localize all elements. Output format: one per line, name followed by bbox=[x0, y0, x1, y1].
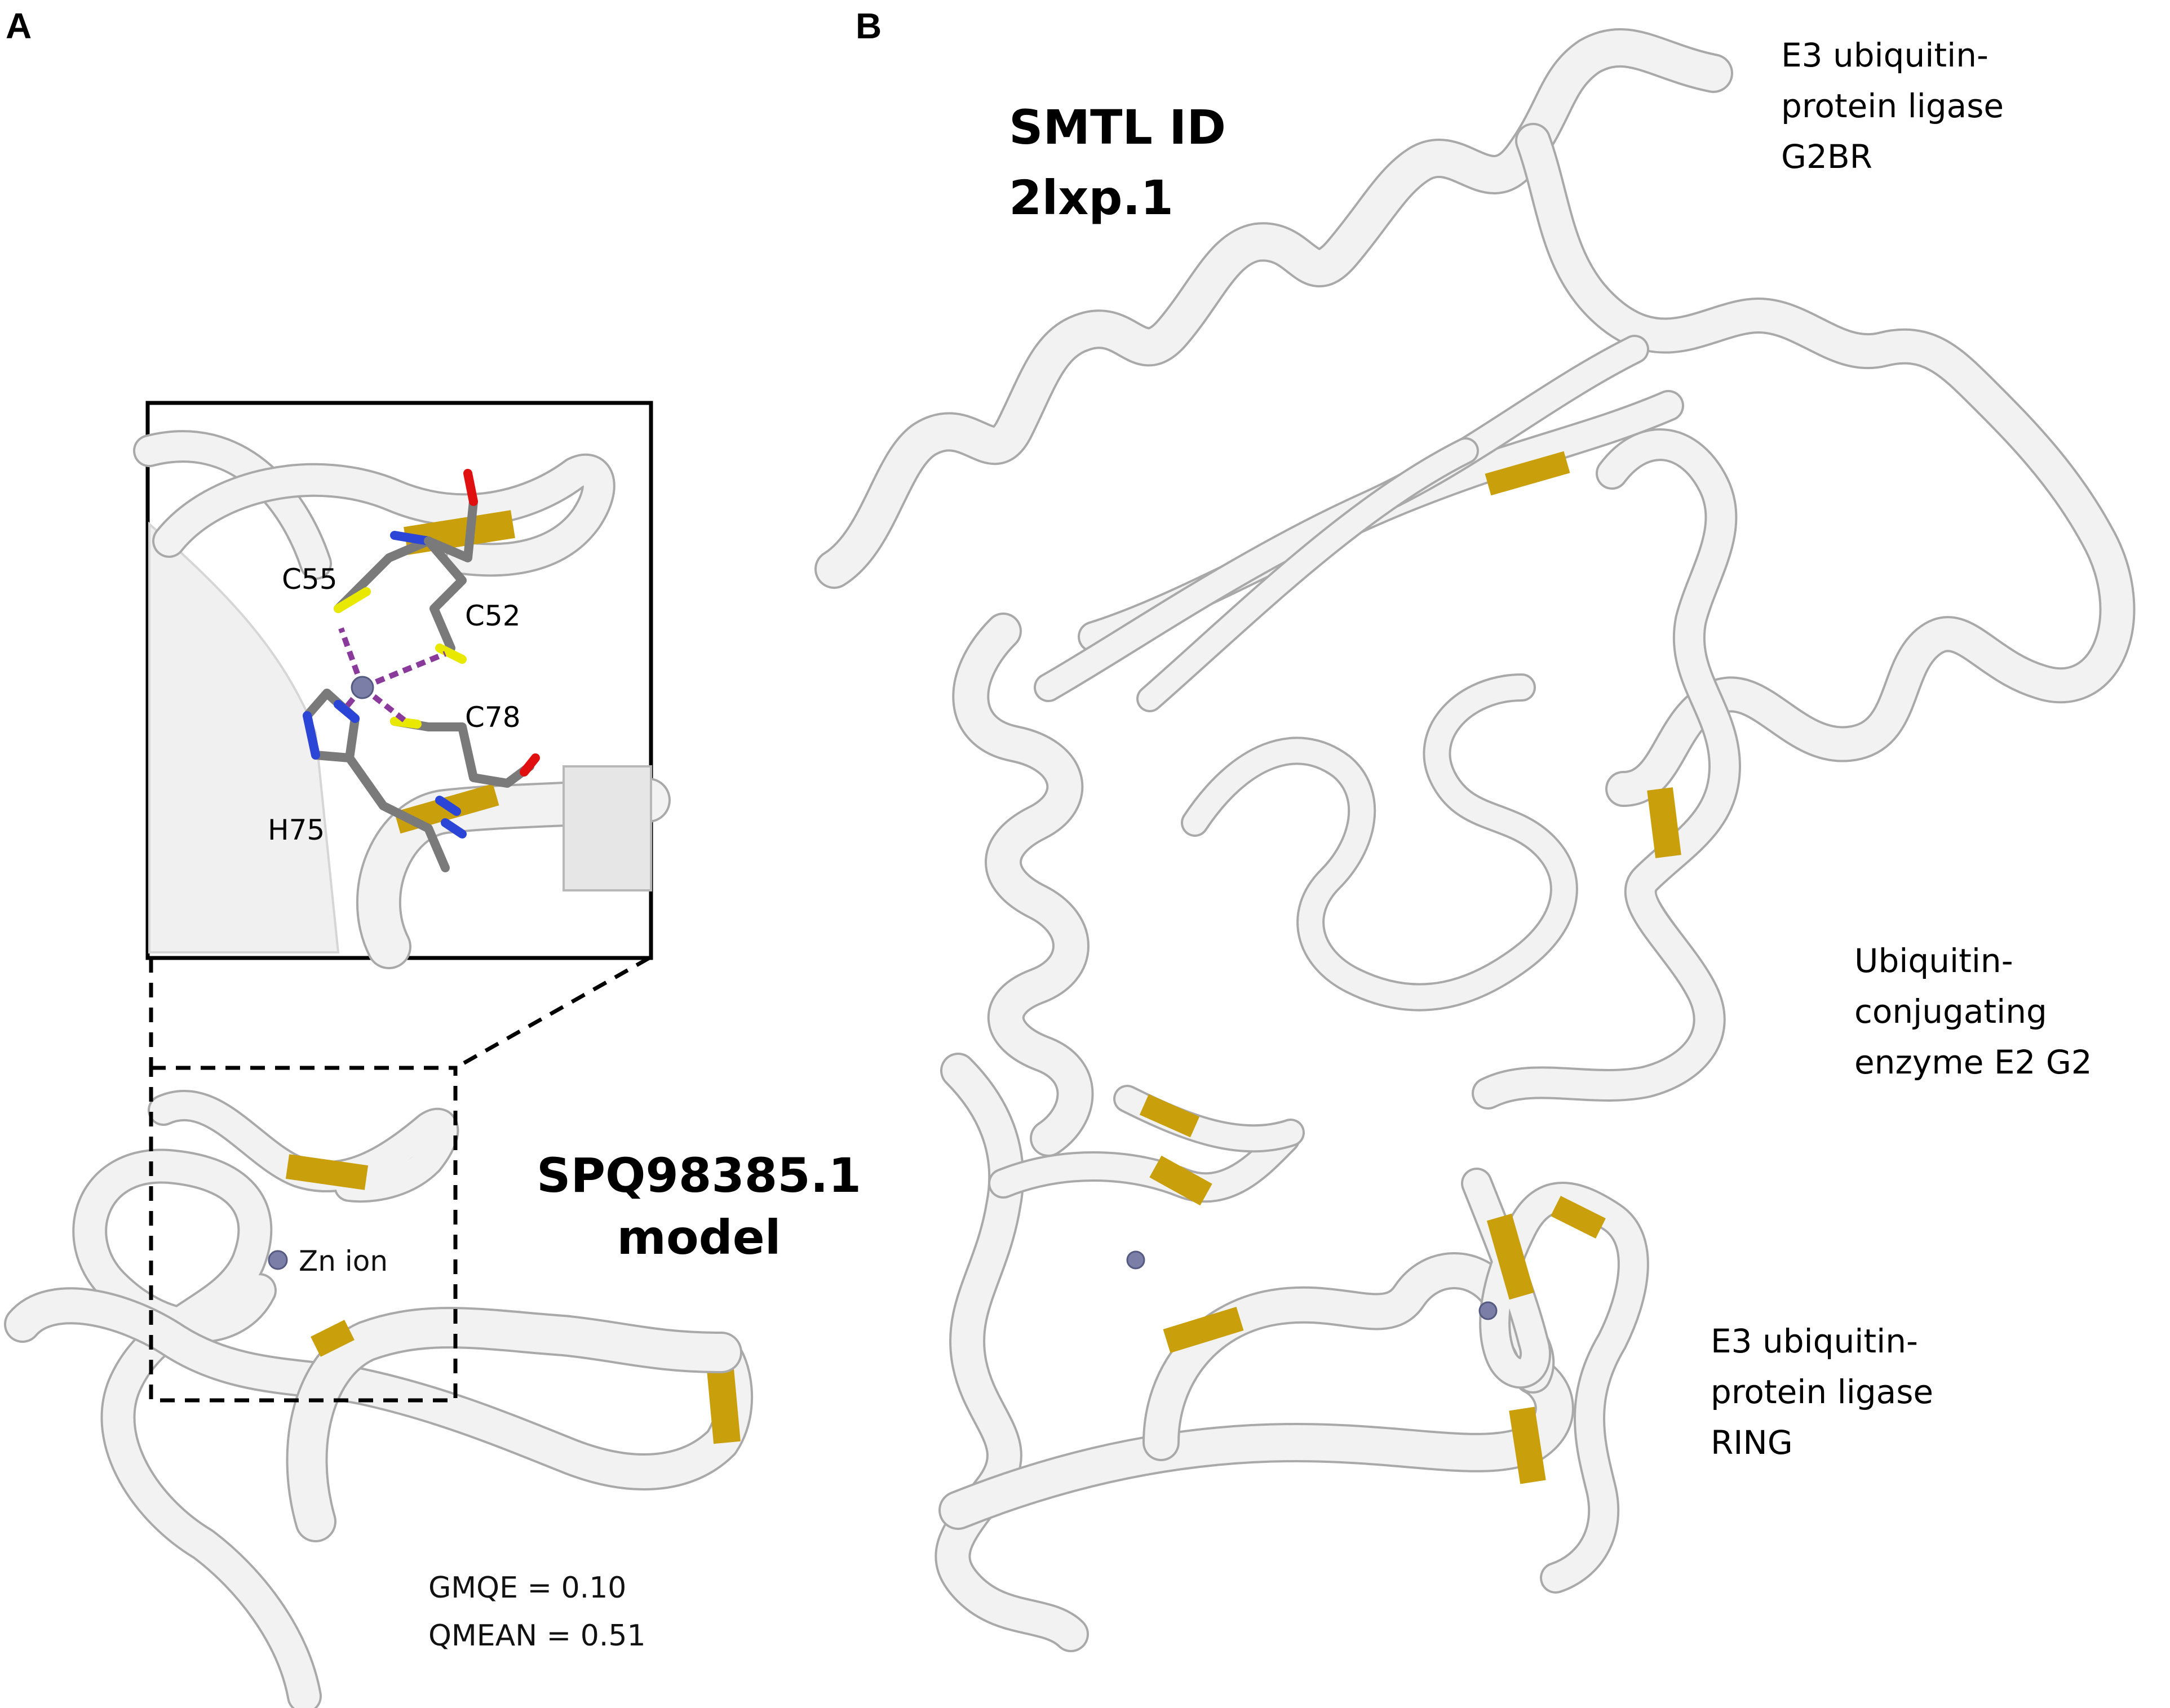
connector-right bbox=[454, 956, 650, 1070]
label-e2-line2: conjugating bbox=[1854, 992, 2047, 1031]
label-g2br-line3: G2BR bbox=[1781, 137, 1872, 176]
h75-nitrogen-4 bbox=[441, 818, 467, 839]
qmean-value: QMEAN = 0.51 bbox=[428, 1619, 646, 1653]
panel-a-title-line2: model bbox=[617, 1210, 781, 1265]
zoom-inset: C55 C52 C78 H75 bbox=[133, 401, 671, 969]
c78-sulfur bbox=[390, 717, 422, 729]
inset-loop bbox=[154, 455, 613, 575]
model-a-mid-strand bbox=[288, 1309, 740, 1540]
label-e2-line1: Ubiquitin- bbox=[1854, 942, 2013, 980]
model-a-gold-right bbox=[707, 1368, 741, 1444]
label-ring-line2: protein ligase bbox=[1711, 1373, 1933, 1411]
residue-c78-label: C78 bbox=[465, 701, 521, 734]
model-a-gold-top bbox=[285, 1154, 369, 1190]
side-chains bbox=[303, 469, 540, 872]
ring-gold-right bbox=[1486, 1213, 1535, 1300]
panel-b-title-line1: SMTL ID bbox=[1009, 100, 1226, 155]
label-e2: Ubiquitin- conjugating enzyme E2 G2 bbox=[1854, 942, 2092, 1081]
h75-chain bbox=[345, 753, 450, 872]
zoom-region bbox=[149, 1066, 458, 1403]
c78-oxygen bbox=[520, 753, 540, 777]
label-g2br: E3 ubiquitin- protein ligase G2BR bbox=[1781, 36, 2004, 176]
h75-nitrogen-2 bbox=[334, 700, 360, 723]
c55-sulfur bbox=[334, 587, 371, 613]
bond-zn-c55 bbox=[338, 627, 365, 689]
beta-gold bbox=[1485, 451, 1570, 496]
e2-center-loops bbox=[1183, 676, 1576, 1009]
h75-nitrogen-1 bbox=[303, 711, 320, 760]
ring-gold-top bbox=[1149, 1155, 1212, 1206]
h75-nitrogen-3 bbox=[435, 796, 461, 816]
c52-chain bbox=[424, 536, 467, 653]
panel-a: A bbox=[4, 6, 861, 1708]
ring-gold-right-2 bbox=[1551, 1196, 1606, 1239]
panel-b-letter: B bbox=[856, 6, 882, 46]
zn-ion-label: Zn ion bbox=[299, 1245, 388, 1277]
complex-structure bbox=[814, 28, 2136, 1652]
e2-mid-loop bbox=[1474, 431, 1739, 1107]
model-a-zn-atom bbox=[268, 1250, 288, 1270]
model-a-top-loop bbox=[150, 1092, 457, 1201]
ring-gold-upper bbox=[1139, 1094, 1200, 1138]
e2-center-loops-edge bbox=[1181, 673, 1578, 1012]
gmqe-value: GMQE = 0.10 bbox=[428, 1571, 626, 1605]
model-a-left-coil bbox=[74, 1151, 320, 1708]
e2-left-helix bbox=[954, 615, 1092, 1155]
residue-c52-label: C52 bbox=[465, 600, 521, 632]
panel-b-title-line2: 2lxp.1 bbox=[1009, 170, 1173, 225]
inset-ribbon-block bbox=[563, 765, 652, 891]
panel-b: B SMTL ID 2lxp.1 bbox=[814, 6, 2136, 1652]
ring-bottom-strand bbox=[941, 1357, 1572, 1528]
e2-helix-right bbox=[1517, 125, 2133, 805]
ring-center bbox=[1145, 1254, 1553, 1459]
c52-sulfur bbox=[435, 644, 467, 664]
complex-zn-atom-1 bbox=[1126, 1250, 1145, 1270]
beta-strand-3 bbox=[1139, 440, 1477, 710]
bond-zn-c78 bbox=[360, 685, 408, 724]
ring-gold-bottom bbox=[1509, 1407, 1546, 1484]
complex-zn-atom-2 bbox=[1478, 1301, 1498, 1320]
model-a-structure: Zn ion bbox=[4, 1090, 754, 1708]
label-g2br-line1: E3 ubiquitin- bbox=[1781, 36, 1989, 74]
ring-right-loop bbox=[1463, 1170, 1647, 1591]
label-ring-line1: E3 ubiquitin- bbox=[1711, 1322, 1918, 1360]
label-ring-line3: RING bbox=[1711, 1423, 1793, 1462]
e2-gold-mid bbox=[1647, 787, 1681, 858]
bond-zn-c52 bbox=[361, 651, 446, 690]
label-e2-line3: enzyme E2 G2 bbox=[1854, 1043, 2092, 1081]
c55-oxygen bbox=[463, 469, 478, 506]
inset-zn-atom bbox=[351, 676, 374, 699]
c55-nitrogen bbox=[390, 531, 433, 545]
label-ring: E3 ubiquitin- protein ligase RING bbox=[1711, 1322, 1933, 1462]
panel-a-title-line1: SPQ98385.1 bbox=[537, 1148, 861, 1203]
residue-c55-label: C55 bbox=[282, 563, 338, 596]
panel-a-letter: A bbox=[6, 6, 32, 46]
residue-h75-label: H75 bbox=[268, 814, 325, 846]
c78-chain bbox=[390, 717, 534, 788]
ring-gold-center bbox=[1163, 1306, 1244, 1354]
label-g2br-line2: protein ligase bbox=[1781, 87, 2004, 125]
model-a-gold-mid bbox=[311, 1320, 355, 1357]
